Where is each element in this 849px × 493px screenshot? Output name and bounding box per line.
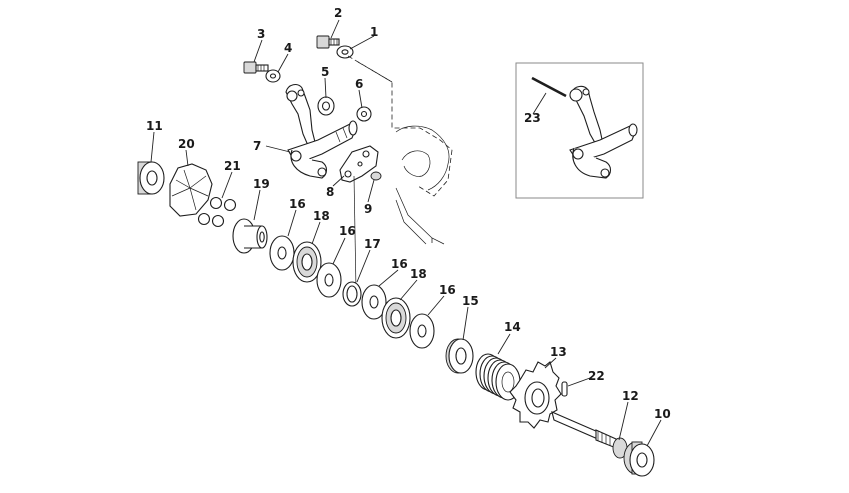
ratchet-20 bbox=[169, 163, 213, 217]
callout-18a: 18 bbox=[313, 209, 330, 223]
callout-labels: 1 2 3 4 5 6 7 8 9 10 11 12 13 14 15 16 1… bbox=[146, 6, 671, 421]
balls-21 bbox=[197, 196, 237, 228]
washer-4 bbox=[265, 69, 281, 83]
bearing-10 bbox=[623, 441, 655, 477]
spring-14 bbox=[475, 353, 521, 401]
callout-16d: 16 bbox=[439, 283, 456, 297]
callout-15: 15 bbox=[462, 294, 479, 308]
washer-16-b bbox=[316, 262, 342, 298]
callout-16b: 16 bbox=[339, 224, 356, 238]
washer-16-a bbox=[269, 235, 295, 271]
callout-23: 23 bbox=[524, 111, 541, 125]
kickstart-lever-assembly bbox=[285, 83, 358, 179]
callout-1: 1 bbox=[370, 25, 378, 39]
washer-6 bbox=[356, 106, 372, 122]
washer-1 bbox=[336, 45, 354, 59]
callout-11: 11 bbox=[146, 119, 163, 133]
callout-4: 4 bbox=[284, 41, 292, 55]
callout-2: 2 bbox=[334, 6, 342, 20]
needle-bearing-18-a bbox=[292, 241, 322, 283]
leader-lines bbox=[150, 19, 662, 447]
bearing-11 bbox=[137, 161, 165, 195]
callout-21: 21 bbox=[224, 159, 241, 173]
callout-20: 20 bbox=[178, 137, 195, 151]
spacer-19 bbox=[232, 218, 268, 254]
callout-8: 8 bbox=[326, 185, 334, 199]
screw-9 bbox=[370, 171, 382, 181]
bushing-17 bbox=[342, 281, 362, 307]
engine-case-outline bbox=[357, 61, 453, 246]
guide-plate-8 bbox=[339, 145, 379, 183]
callout-22: 22 bbox=[588, 369, 605, 383]
inset-detail-box bbox=[515, 62, 644, 199]
callout-14: 14 bbox=[504, 320, 521, 334]
washer-16-c bbox=[361, 284, 387, 320]
callout-16c: 16 bbox=[391, 257, 408, 271]
callout-9: 9 bbox=[364, 202, 372, 216]
callout-16a: 16 bbox=[289, 197, 306, 211]
needle-bearing-18-b bbox=[381, 297, 411, 339]
pin-22 bbox=[561, 381, 568, 397]
bolt-2 bbox=[316, 35, 340, 49]
callout-17: 17 bbox=[364, 237, 381, 251]
callout-13: 13 bbox=[550, 345, 567, 359]
callout-3: 3 bbox=[257, 27, 265, 41]
bolt-3 bbox=[243, 61, 269, 74]
washer-16-d bbox=[409, 313, 435, 349]
callout-6: 6 bbox=[355, 77, 363, 91]
callout-5: 5 bbox=[321, 65, 329, 79]
kick-gear-13 bbox=[509, 361, 562, 429]
callout-19: 19 bbox=[253, 177, 270, 191]
bushing-5 bbox=[317, 96, 335, 116]
callout-12: 12 bbox=[622, 389, 639, 403]
callout-10: 10 bbox=[654, 407, 671, 421]
spring-seat-15 bbox=[445, 338, 474, 374]
callout-18b: 18 bbox=[410, 267, 427, 281]
kickstart-shaft-12 bbox=[551, 411, 628, 459]
callout-7: 7 bbox=[253, 139, 261, 153]
